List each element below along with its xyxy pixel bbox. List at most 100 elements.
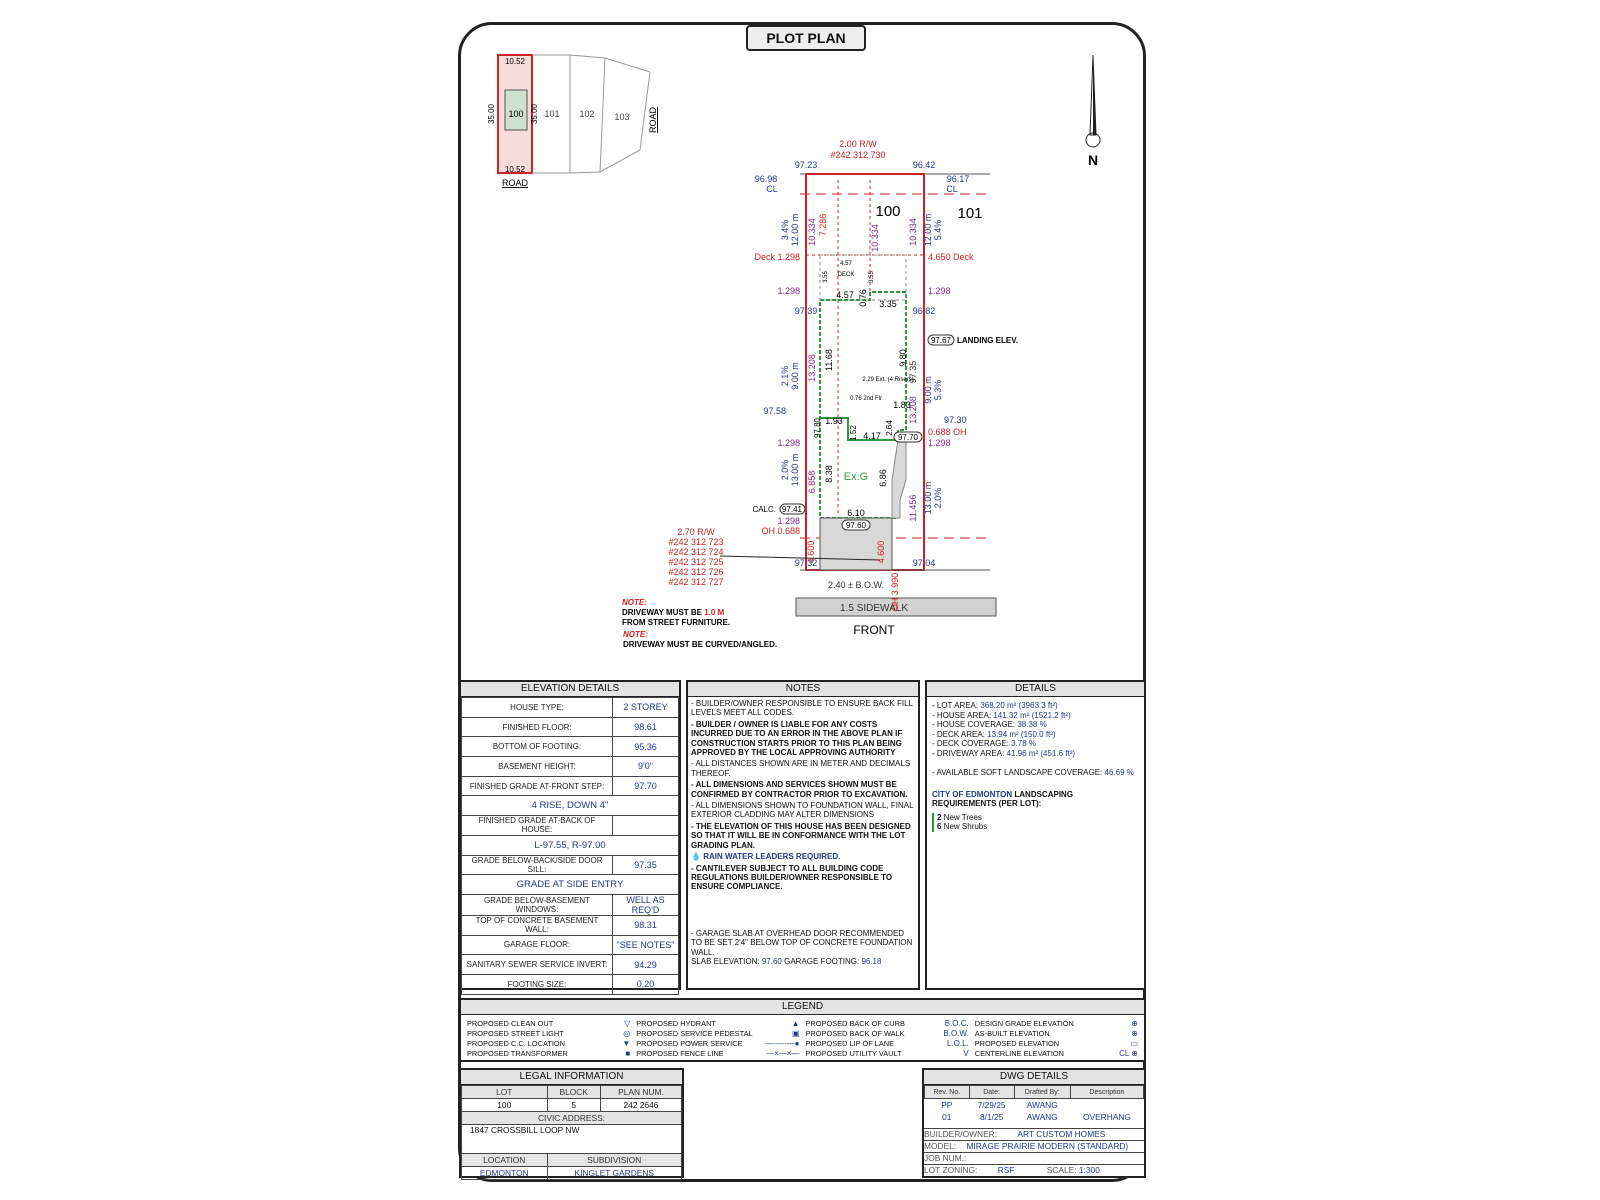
key-map: 10.52 10.52 35.00 35.00 100 101 102 103 …: [487, 54, 658, 188]
note-item: - THE ELEVATION OF THIS HOUSE HAS BEEN D…: [691, 822, 915, 850]
subdivision-header: SUBDIVISION: [546, 1153, 683, 1167]
rev-header: Rev. No.: [924, 1085, 970, 1099]
rear-left-pct: 3.4%: [780, 220, 790, 241]
location-value: EDMONTON: [461, 1166, 548, 1180]
detail-label: - HOUSE AREA:: [932, 710, 994, 720]
legend-grid: PROPOSED CLEAN OUT▽PROPOSED HYDRANT▲PROP…: [461, 1015, 1144, 1061]
legend-symbol-icon: ▭: [1130, 1038, 1138, 1048]
dim-7286: 7.286: [818, 214, 828, 237]
front-left-len: 13.00 m: [790, 454, 800, 487]
shrubs-label: New Shrubs: [941, 822, 988, 831]
cl-left: CL: [766, 184, 778, 194]
note1-text-c: FROM STREET FURNITURE.: [622, 618, 730, 627]
elevation-label: FOOTING SIZE:: [461, 973, 613, 995]
scale-label: SCALE:: [1046, 1165, 1077, 1175]
note2-head: NOTE:: [623, 630, 648, 639]
elevation-label: FINISHED GRADE AT-BACK OF HOUSE:: [461, 815, 613, 836]
elevation-row: 4 RISE, DOWN 4": [461, 795, 679, 817]
notes-title: NOTES: [688, 682, 918, 697]
rear-right-len: 12.00 m: [923, 214, 933, 247]
detail-item: - HOUSE COVERAGE: 38.38 %: [932, 720, 1139, 730]
elevation-value: 98.31: [612, 914, 679, 936]
legend-label: PROPOSED C.C. LOCATION: [467, 1038, 566, 1048]
note-text: - THE ELEVATION OF THIS HOUSE HAS BEEN D…: [691, 821, 911, 850]
detail-value: 41.96 m² (451.6 ft²): [1006, 748, 1076, 758]
legend-item: DESIGN GRADE ELEVATION⊕: [975, 1018, 1138, 1028]
mid-left-dim: 13.208: [807, 354, 817, 382]
note-text: - BUILDER / OWNER IS LIABLE FOR ANY COST…: [691, 719, 903, 758]
revision-cell: 7/29/25: [977, 1100, 1006, 1110]
legend-symbol-icon: ■: [625, 1048, 631, 1058]
dim-152: 1.52: [849, 425, 858, 441]
droplet-icon: 💧: [691, 852, 704, 862]
note-text: - ALL DIMENSIONS AND SERVICES SHOWN MUST…: [691, 780, 908, 799]
note-text: - CANTILEVER SUBJECT TO ALL BUILDING COD…: [691, 863, 893, 892]
location-header: LOCATION: [461, 1153, 548, 1167]
legend-symbol-icon: V: [963, 1048, 969, 1058]
revision-cell: [1070, 1099, 1143, 1112]
front-right-dim: 11.456: [908, 495, 918, 522]
elevation-label: SANITARY SEWER SERVICE INVERT:: [461, 954, 613, 975]
rw-front-3: #242 312 725: [668, 557, 723, 567]
plot-plan-drawing: 10.52 10.52 35.00 35.00 100 101 102 103 …: [487, 54, 1101, 649]
elevation-value: 0.20: [612, 973, 679, 995]
elevation-row: GRADE BELOW-BACK/SIDE DOOR SILL:97.35: [461, 854, 679, 876]
legend-label: DESIGN GRADE ELEVATION: [974, 1018, 1074, 1028]
lot-value: 100: [461, 1098, 548, 1112]
keymap-house: [504, 89, 528, 131]
elevation-full-value: L-97.55, R-97.00: [461, 834, 679, 856]
note1-text-b: 1.0 M: [704, 608, 724, 617]
city-name: CITY OF EDMONTON: [932, 789, 1013, 799]
corner-bl: 97.32: [795, 558, 818, 568]
legend-item: AS-BUILT ELEVATION⊕: [975, 1028, 1138, 1038]
detail-value: 3.78 %: [1011, 739, 1037, 748]
landing-elev-label: LANDING ELEV.: [957, 336, 1018, 345]
detail-item: - DRIVEWAY AREA: 41.96 m² (451.6 ft²): [932, 749, 1139, 759]
legend-label: PROPOSED BACK OF WALK: [805, 1028, 905, 1038]
rw-top-label: 2.00 R/W: [839, 139, 877, 149]
trees-count: 2: [937, 812, 942, 822]
block-header: BLOCK: [546, 1085, 601, 1099]
elevation-label: GRADE BELOW-BASEMENT WINDOWS:: [461, 893, 613, 916]
keymap-lot-101-label: 101: [544, 109, 559, 119]
revision-cell: AWANG: [1026, 1112, 1058, 1122]
builder-label: BUILDER/OWNER:: [924, 1129, 998, 1139]
legend-item: PROPOSED TRANSFORMER■: [467, 1048, 630, 1058]
elevation-label: GARAGE FLOOR:: [461, 934, 613, 956]
elevation-row: BOTTOM OF FOOTING:95.36: [461, 736, 679, 758]
calc-label: CALC.: [752, 505, 776, 514]
rear-left-len: 12.00 m: [790, 214, 800, 247]
keymap-top-dim: 10.52: [505, 57, 526, 66]
dim-4600-right: 4.600: [876, 541, 886, 564]
builder-value: ART CUSTOM HOMES: [1017, 1129, 1106, 1139]
revision-table: Rev. No. Date: Drafted By: Description P…: [924, 1085, 1145, 1123]
note1-head: NOTE:: [622, 598, 647, 607]
elevation-value: 9'0": [612, 756, 679, 777]
rw-front-label: 2.70 R/W: [677, 527, 715, 537]
block-value: 5: [546, 1098, 601, 1112]
legend-item: PROPOSED SERVICE PEDESTAL▣: [636, 1028, 799, 1038]
garage-footing-value: 96.18: [861, 957, 882, 967]
house-length: 11.68: [824, 349, 834, 371]
keymap-bottom-dim: 10.52: [505, 165, 526, 174]
slab-value: 97.60: [846, 521, 867, 530]
legal-table: LOT BLOCK PLAN NUM. 100 5 242 2646 CIVIC…: [461, 1085, 683, 1180]
zoning-label: LOT ZONING:: [924, 1165, 978, 1175]
details-list: - LOT AREA: 368.20 m² (3963.3 ft²)- HOUS…: [927, 697, 1144, 836]
rear-right-pct: 5.4%: [933, 220, 943, 241]
grade-left-top: 97.39: [795, 306, 818, 316]
page-title: PLOT PLAN: [746, 25, 866, 51]
note1-text-a: DRIVEWAY MUST BE: [622, 608, 704, 617]
front-right-pct: 2.0%: [933, 488, 943, 509]
revision-cell: OVERHANG: [1082, 1112, 1131, 1122]
elevation-row: BASEMENT HEIGHT:9'0": [461, 756, 679, 777]
corner-tr: 96.42: [913, 160, 936, 170]
mid-right-len: 9.00 m: [923, 376, 933, 404]
dim-264: 2.64: [885, 420, 894, 436]
legend-item: PROPOSED STREET LIGHT◎: [467, 1028, 630, 1038]
sidewalk-label: 1.5 SIDEWALK: [840, 603, 908, 614]
legend-label: PROPOSED BACK OF CURB: [805, 1018, 905, 1028]
landscaping-requirements: 2 New Trees 6 New Shrubs: [932, 812, 1139, 832]
